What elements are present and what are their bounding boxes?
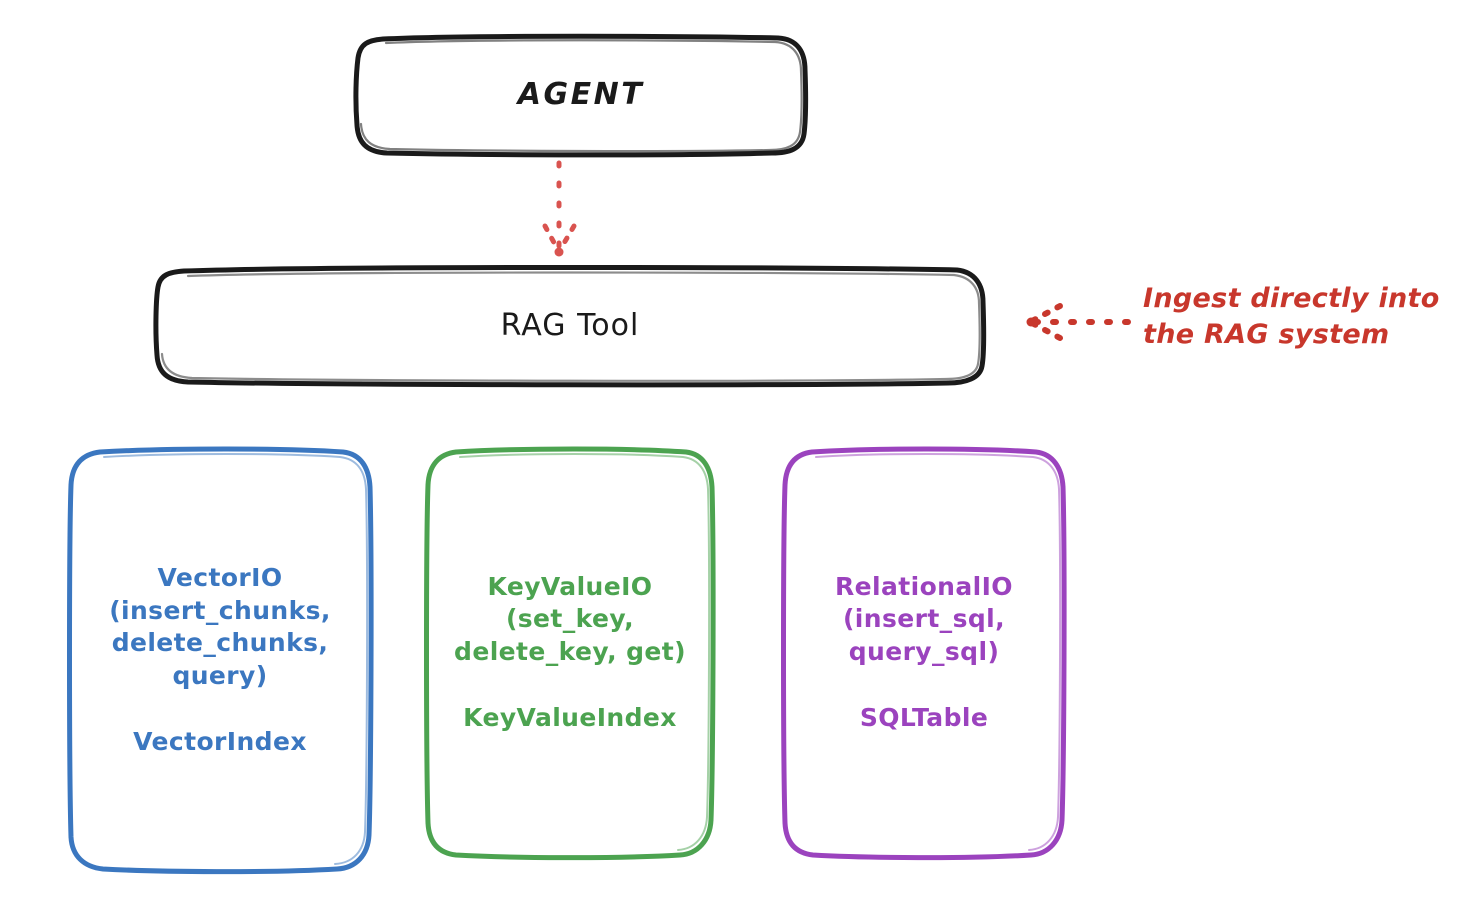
vectorio-api-label: VectorIO (insert_chunks, delete_chunks, … [109, 563, 331, 690]
agent-node-label: AGENT [517, 77, 645, 113]
keyvalueio-node-label: KeyValueIO (set_key, delete_key, get) Ke… [428, 450, 712, 855]
keyvalueio-index-label: KeyValueIndex [463, 703, 677, 733]
ingest-annotation-text: Ingest directly into the RAG system [1143, 283, 1440, 351]
agent-to-rag-arrow [542, 160, 577, 257]
vectorio-index-label: VectorIndex [133, 727, 307, 756]
keyvalueio-api-label: KeyValueIO (set_key, delete_key, get) [454, 571, 686, 666]
ingest-arrow [1026, 303, 1131, 341]
relationalio-node-label: RelationalIO (insert_sql, query_sql) SQL… [785, 450, 1063, 855]
relationalio-api-label: RelationalIO (insert_sql, query_sql) [835, 571, 1013, 666]
rag-tool-node-label: RAG Tool [500, 307, 640, 343]
vectorio-node-label: VectorIO (insert_chunks, delete_chunks, … [70, 450, 370, 870]
relationalio-index-label: SQLTable [859, 703, 989, 733]
